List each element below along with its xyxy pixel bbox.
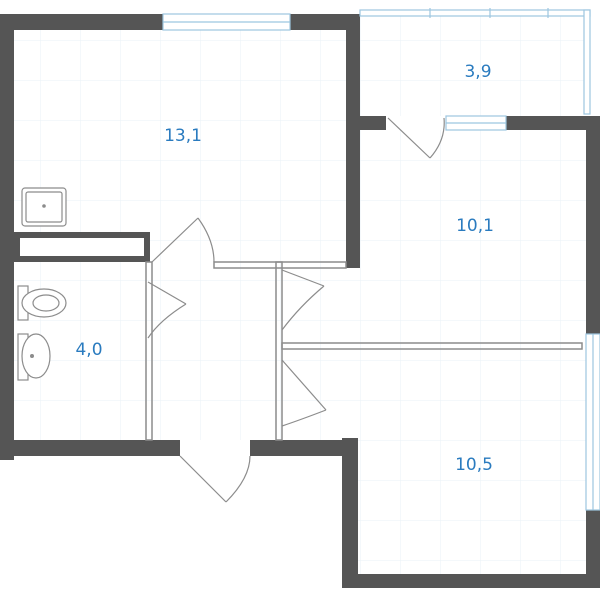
room-area-4-0: 4,0 [75,340,102,360]
room-area-10-1: 10,1 [456,216,494,236]
floor-tiles [14,14,586,574]
partitions [14,232,583,441]
walls [0,14,600,588]
doors [147,117,445,503]
room-area-13-1: 13,1 [164,126,202,146]
room-area-3-9: 3,9 [464,62,491,82]
windows [162,8,600,511]
washbasin-icon [17,333,51,381]
room-area-10-5: 10,5 [455,455,493,475]
toilet-icon [17,285,67,321]
sink-icon [21,187,67,227]
